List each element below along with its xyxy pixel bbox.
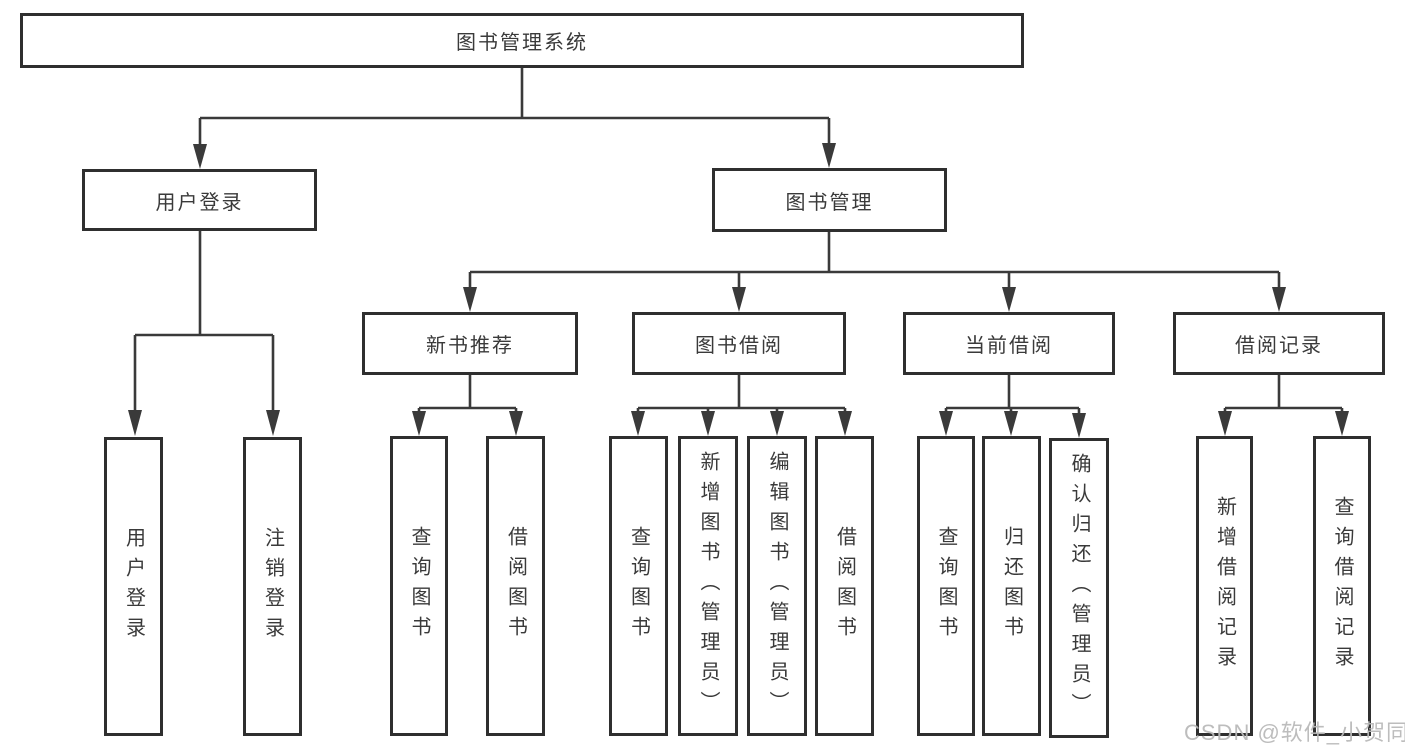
node-label: 查询图书	[408, 526, 430, 646]
node-label: 图书管理	[785, 191, 874, 214]
node-label: 借阅记录	[1235, 335, 1323, 357]
node-leaf-br-query-record: 查询借阅记录	[1313, 436, 1371, 736]
csdn-watermark: CSDN @软件_小贺同学	[1184, 720, 1405, 745]
node-leaf-cb-confirm-return-admin: 确认归还（管理员）	[1049, 438, 1109, 738]
node-leaf-nb-borrow-book: 借阅图书	[486, 436, 545, 736]
node-leaf-bb-borrow-book: 借阅图书	[815, 436, 874, 736]
node-root-library-system: 图书管理系统	[20, 13, 1024, 68]
node-label: 新书推荐	[426, 335, 514, 357]
node-label: 借阅图书	[504, 526, 527, 646]
node-label: 用户登录	[122, 526, 145, 647]
node-label: 编辑图书（管理员）	[766, 451, 788, 721]
node-current-borrow: 当前借阅	[903, 312, 1115, 375]
node-label: 借阅图书	[833, 526, 856, 646]
node-book-management-module: 图书管理	[712, 168, 947, 232]
node-label: 图书管理系统	[456, 32, 588, 54]
node-label: 确认归还（管理员）	[1068, 453, 1090, 723]
node-leaf-nb-query-book: 查询图书	[390, 436, 448, 736]
node-borrow-records: 借阅记录	[1173, 312, 1385, 375]
node-leaf-user-login: 用户登录	[104, 437, 163, 736]
node-label: 注销登录	[261, 526, 284, 647]
node-leaf-bb-edit-book-admin: 编辑图书（管理员）	[747, 436, 807, 736]
node-leaf-cb-return-book: 归还图书	[982, 436, 1041, 736]
node-book-borrow: 图书借阅	[632, 312, 846, 375]
node-label: 查询图书	[627, 526, 650, 646]
node-label: 查询借阅记录	[1331, 496, 1353, 676]
node-label: 归还图书	[1000, 526, 1023, 646]
node-label: 新增图书（管理员）	[697, 451, 719, 721]
node-leaf-br-add-record: 新增借阅记录	[1196, 436, 1253, 736]
node-label: 图书借阅	[695, 335, 783, 357]
node-label: 用户登录	[155, 191, 244, 214]
node-user-login-module: 用户登录	[82, 169, 317, 231]
node-new-book-recommend: 新书推荐	[362, 312, 578, 375]
node-leaf-bb-query-book: 查询图书	[609, 436, 668, 736]
node-label: 新增借阅记录	[1213, 496, 1236, 676]
node-leaf-logout: 注销登录	[243, 437, 302, 736]
node-leaf-bb-add-book-admin: 新增图书（管理员）	[678, 436, 738, 736]
node-leaf-cb-query-book: 查询图书	[917, 436, 975, 736]
node-label: 当前借阅	[965, 335, 1053, 357]
node-label: 查询图书	[935, 526, 957, 646]
